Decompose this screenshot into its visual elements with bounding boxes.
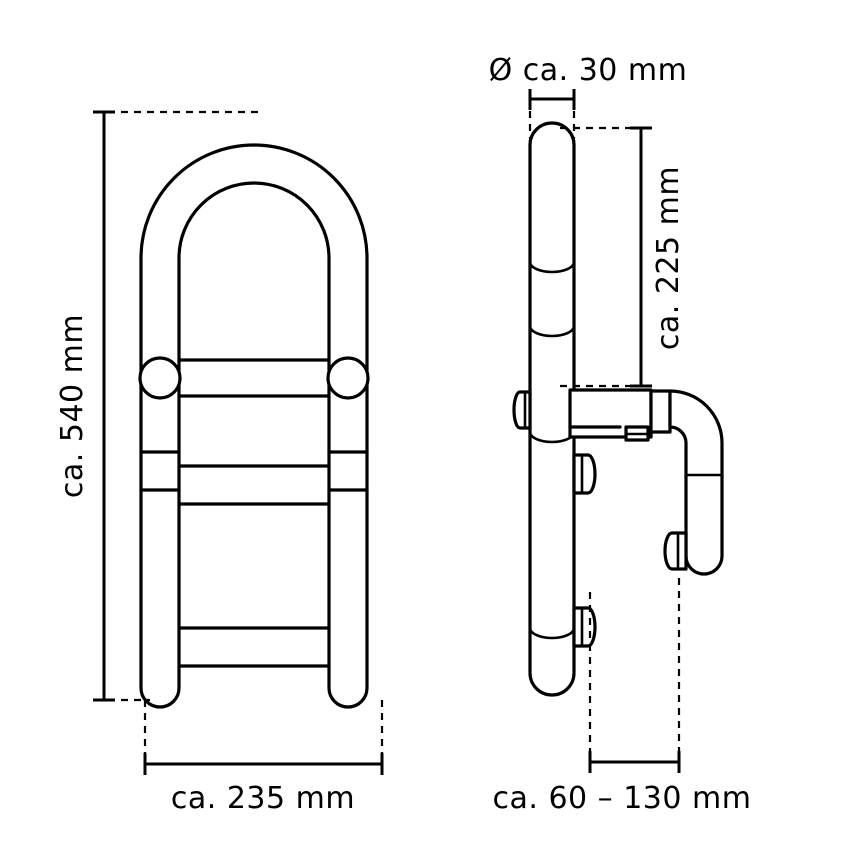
front-width-dim-label: ca. 235 mm xyxy=(171,781,355,816)
side-depth-dim-label: ca. 60 – 130 mm xyxy=(493,781,752,816)
side-tube-joint-2 xyxy=(528,324,576,338)
front-left-pivot-circle xyxy=(138,356,182,400)
side-diameter-dim-label: Ø ca. 30 mm xyxy=(489,53,688,88)
side-lever-elbow xyxy=(668,389,724,576)
front-view-group: ca. 540 mm ca. 235 mm xyxy=(55,110,384,816)
front-height-dim-label: ca. 540 mm xyxy=(55,314,90,498)
front-right-pivot-circle xyxy=(326,356,370,400)
side-tube-joint-1 xyxy=(528,260,576,274)
side-handle-height-dim-label: ca. 225 mm xyxy=(651,166,686,350)
side-right-boss-lower xyxy=(572,606,597,648)
side-lever-end-boss xyxy=(663,531,688,571)
side-coupling-block xyxy=(649,389,672,434)
side-left-boss xyxy=(512,390,532,430)
side-vertical-tube xyxy=(528,121,576,697)
side-horizontal-arm xyxy=(568,388,653,439)
side-right-boss-upper xyxy=(572,453,597,495)
side-view-group: Ø ca. 30 mm ca. 225 mm ca. 60 – 130 mm xyxy=(489,53,752,816)
side-tube-joint-4 xyxy=(528,626,576,640)
front-view-outer-frame xyxy=(139,143,369,709)
